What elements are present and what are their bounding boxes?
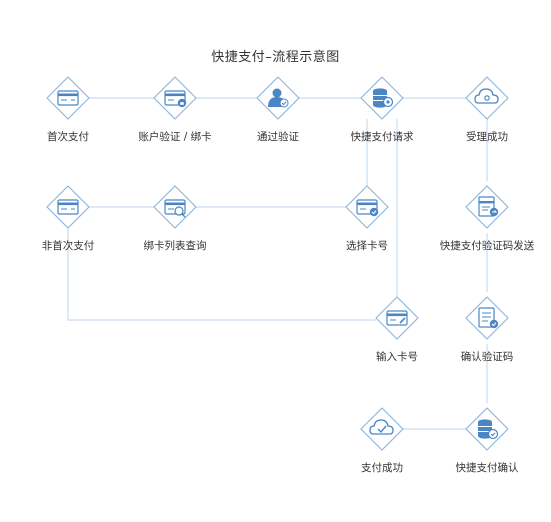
label-send-code: 快捷支付验证码发送 [439,240,535,252]
node-accepted [465,76,509,120]
node-quick-pay-confirm [465,407,509,451]
node-confirm-code [465,296,509,340]
database-shield-icon [373,88,394,108]
node-account-verify [153,76,197,120]
card-check-icon [356,199,379,217]
card-lock-icon [164,90,187,108]
card-search-icon [164,199,186,218]
label-non-first-payment: 非首次支付 [41,240,95,252]
card-send-icon [478,196,499,217]
node-non-first-payment [46,185,90,229]
cloud-check-icon [369,419,394,435]
label-enter-card: 输入卡号 [376,351,418,363]
card-edit-icon [386,310,408,326]
label-account-verify: 账户验证 / 绑卡 [138,131,212,143]
connector-line [67,228,376,321]
cloud-icon [474,88,499,104]
connector-lines [67,97,488,430]
node-quick-pay-request [360,76,404,120]
document-check-icon [478,307,499,329]
diagram-title: 快捷支付–流程示意图 [211,50,340,65]
node-bound-card-query [153,185,197,229]
label-pass-verify: 通过验证 [257,131,299,143]
label-confirm-code: 确认验证码 [460,351,514,363]
node-pay-success [360,407,404,451]
card-icon [57,199,79,215]
label-first-payment: 首次支付 [47,131,89,143]
label-quick-pay-request: 快捷支付请求 [350,131,414,143]
node-enter-card [375,296,419,340]
database-check-icon [478,419,499,440]
card-icon [57,90,79,106]
label-pay-success: 支付成功 [361,462,403,474]
flow-nodes [46,76,509,451]
node-send-code [465,185,509,229]
label-select-card: 选择卡号 [346,240,388,252]
node-select-card [345,185,389,229]
user-check-icon [268,88,289,108]
node-pass-verify [256,76,300,120]
label-quick-pay-confirm: 快捷支付确认 [455,462,519,474]
label-bound-card-query: 绑卡列表查询 [143,240,207,252]
node-first-payment [46,76,90,120]
label-accepted: 受理成功 [466,131,508,143]
